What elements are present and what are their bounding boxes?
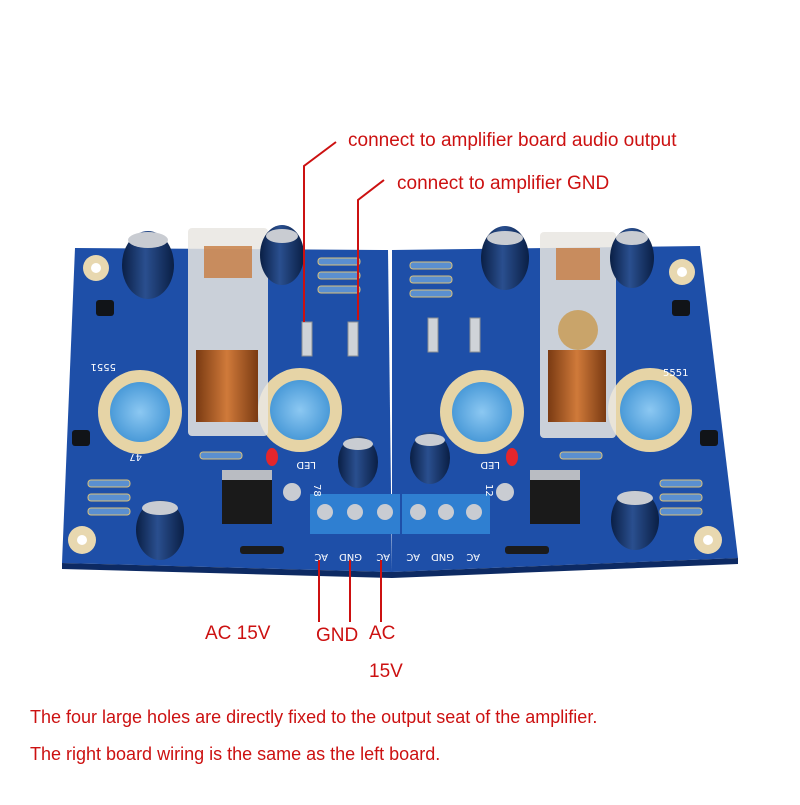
amp-gnd-callout-line [357, 179, 385, 320]
diodes [240, 546, 549, 554]
right-screw-terminal [402, 494, 490, 534]
silk-led-right: LED [480, 459, 500, 470]
left-screw-terminal [310, 494, 400, 534]
large-mounting-holes [98, 368, 692, 454]
capacitors [122, 225, 659, 560]
amp-gnd-callout: connect to amplifier GND [397, 173, 610, 194]
transistors [72, 300, 718, 446]
audio-output-callout-line [303, 141, 337, 322]
silk-left-term-ac-1: AC [314, 551, 328, 562]
leds [266, 448, 518, 466]
silk-right-term-gnd: GND [431, 551, 454, 562]
corner-mounting-holes [68, 255, 722, 554]
silk-right-term-ac-2: AC [466, 551, 480, 562]
silk-led-left: LED [296, 459, 316, 470]
ac-right-voltage-label: 15V [369, 661, 403, 682]
gnd-label: GND [316, 625, 359, 646]
left-relay [188, 228, 268, 436]
silk-ref-right: 12 [483, 484, 494, 497]
audio-output-callout: connect to amplifier board audio output [348, 130, 677, 151]
silk-ic-left: 5551 [91, 361, 116, 372]
silk-right-term-ac-1: AC [406, 551, 420, 562]
silk-cap-left: 47 [129, 451, 142, 462]
resistors [87, 257, 703, 516]
output-terminal-pins [301, 317, 481, 357]
ac-left-label: AC 15V [205, 623, 271, 644]
right-relay [540, 232, 616, 438]
silk-left-term-ac-2: AC [376, 551, 390, 562]
voltage-regulators [222, 470, 580, 524]
silkscreen-text: LED LED 5551 5551 78 12 47 AC GND AC AC … [91, 361, 689, 562]
silk-ref-left: 78 [311, 484, 322, 497]
ac-right-label: AC [369, 623, 396, 644]
silk-ic-right: 5551 [663, 368, 688, 379]
mounting-note: The four large holes are directly fixed … [30, 707, 598, 727]
callout-lines [303, 141, 385, 622]
wiring-note: The right board wiring is the same as th… [30, 744, 441, 764]
silk-left-term-gnd: GND [339, 551, 362, 562]
